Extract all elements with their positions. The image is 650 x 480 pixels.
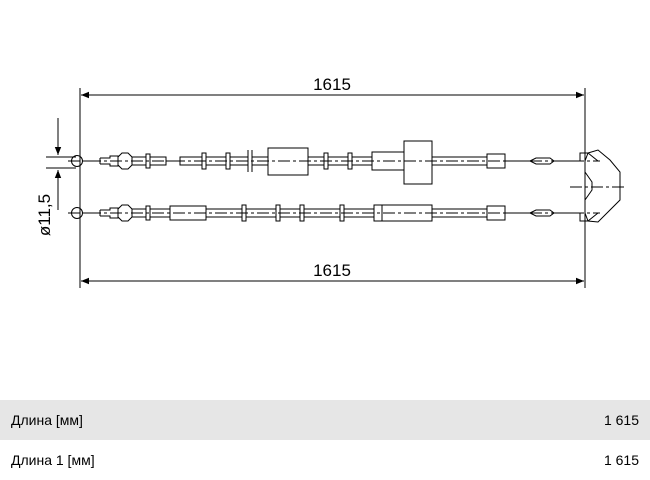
spec-row: Длина 1 [мм] 1 615 (0, 440, 650, 480)
equalizer-bracket (584, 149, 621, 223)
spec-value: 1 615 (603, 412, 639, 428)
spec-table: Длина [мм] 1 615 Длина 1 [мм] 1 615 (0, 400, 650, 480)
spec-value: 1 615 (603, 452, 639, 468)
diameter-dimension (46, 118, 76, 210)
upper-cable (71, 140, 599, 185)
cable-drawing: 1615 1615 ø11,5 (35, 75, 625, 288)
dimension-top-label: 1615 (313, 75, 351, 94)
center-lines (68, 160, 625, 214)
spec-label: Длина 1 [мм] (11, 452, 95, 468)
dimension-bottom-label: 1615 (313, 261, 351, 280)
spec-row: Длина [мм] 1 615 (0, 400, 650, 440)
spec-label: Длина [мм] (11, 412, 83, 428)
diameter-label: ø11,5 (35, 194, 54, 236)
